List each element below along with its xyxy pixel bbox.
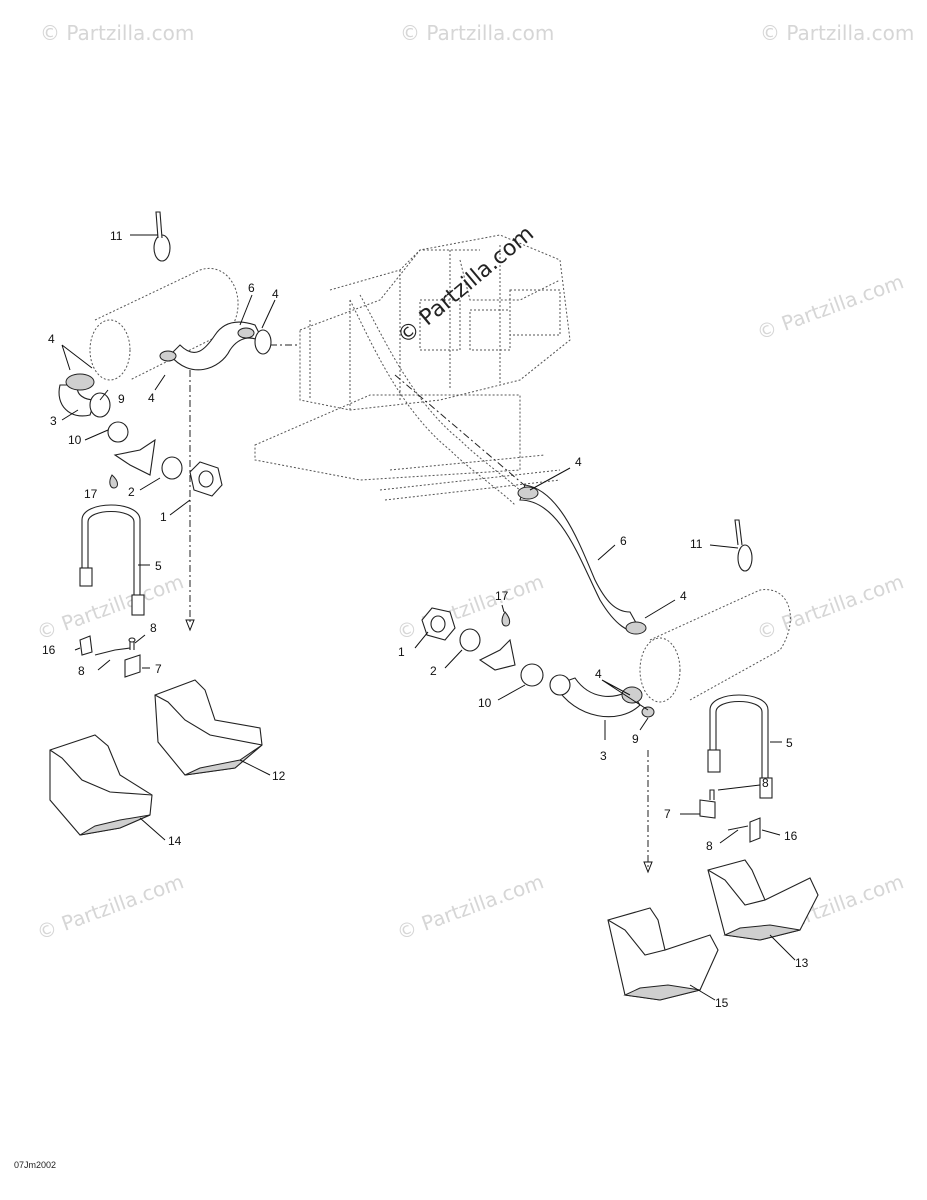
callout-label: 8 [706, 839, 713, 853]
callout-label: 4 [575, 455, 582, 469]
callouts-left: 11 6 4 4 9 4 3 10 17 2 1 5 8 16 8 7 12 1… [42, 229, 286, 848]
callout-label: 16 [784, 829, 798, 843]
callout-label: 5 [155, 559, 162, 573]
watermark-text: © Partzilla.com [393, 221, 539, 349]
callout-label: 4 [680, 589, 687, 603]
tie-strap-icon [153, 211, 171, 262]
callout-label: 8 [762, 776, 769, 790]
sealant-drop-icon [501, 611, 511, 627]
callout-label: 11 [110, 229, 123, 243]
callout-label: 15 [715, 996, 729, 1010]
watermark-text: © Partzilla.com [754, 269, 907, 344]
callout-label: 17 [495, 589, 509, 603]
right-mount-block-13 [707, 859, 819, 941]
callout-label: 1 [398, 645, 405, 659]
callout-label: 4 [48, 332, 55, 346]
watermark-text: © Partzilla.com [394, 869, 547, 944]
sealant-drop-icon [109, 474, 118, 489]
right-muffler-assembly [421, 484, 791, 843]
callout-label: 6 [620, 534, 627, 548]
left-muffler-assembly [58, 211, 272, 678]
callout-label: 5 [786, 736, 793, 750]
callout-label: 3 [600, 749, 607, 763]
callout-label: 4 [272, 287, 279, 301]
watermark-text: © Partzilla.com [34, 869, 187, 944]
left-mount-block-12 [154, 679, 263, 776]
callout-label: 6 [248, 281, 255, 295]
callout-label: 11 [690, 537, 703, 551]
callout-label: 9 [632, 732, 639, 746]
watermark-text: © Partzilla.com [754, 569, 907, 644]
callout-label: 16 [42, 643, 56, 657]
tie-strap-icon [734, 519, 753, 572]
watermark-layer: © Partzilla.com © Partzilla.com © Partzi… [34, 21, 915, 945]
leader-lines [61, 234, 796, 1001]
callout-label: 1 [160, 510, 167, 524]
callout-label: 17 [84, 487, 98, 501]
engine-phantom [254, 234, 571, 506]
right-mount-block-15 [607, 907, 719, 1001]
callout-label: 13 [795, 956, 809, 970]
callout-label: 4 [148, 391, 155, 405]
left-mount-block-14 [49, 734, 153, 836]
callout-label: 10 [68, 433, 82, 447]
watermark-text: © Partzilla.com [400, 21, 554, 45]
callout-label: 10 [478, 696, 492, 710]
callout-label: 2 [128, 485, 135, 499]
watermark-text: © Partzilla.com [40, 21, 194, 45]
callouts-right: 4 6 11 4 17 1 2 4 10 9 3 5 8 7 16 8 13 1… [398, 455, 809, 1010]
callout-label: 8 [150, 621, 157, 635]
callout-label: 4 [595, 667, 602, 681]
callout-label: 7 [155, 662, 162, 676]
drawing-code: 07Jm2002 [14, 1160, 57, 1170]
callout-label: 3 [50, 414, 57, 428]
callout-label: 12 [272, 769, 286, 783]
watermark-text: © Partzilla.com [34, 569, 187, 644]
callout-label: 8 [78, 664, 85, 678]
assembly-lines [185, 344, 653, 874]
callout-label: 14 [168, 834, 182, 848]
watermark-text: © Partzilla.com [760, 21, 914, 45]
callout-label: 7 [664, 807, 671, 821]
callout-label: 2 [430, 664, 437, 678]
callout-label: 9 [118, 392, 125, 406]
